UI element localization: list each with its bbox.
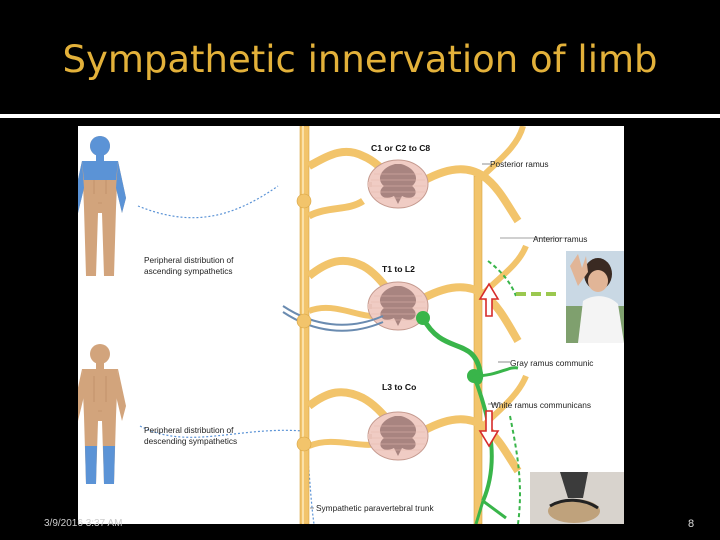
down-arrow: [478, 410, 500, 448]
white-ramus-label: White ramus communicans: [491, 400, 591, 410]
gray-ramus-label: Gray ramus communic: [510, 358, 593, 368]
segment-label-cervical: C1 or C2 to C8: [371, 143, 430, 153]
sympathetic-diagram: C1 or C2 to C8 T1 to L2 L3 to Co Posteri…: [78, 126, 624, 524]
segment-label-lumbosacral: L3 to Co: [382, 382, 416, 392]
descending-dotted-path: [139, 425, 304, 438]
up-arrow: [478, 282, 500, 317]
ascending-dotted-path: [137, 185, 279, 219]
descending-label-line1: Peripheral distribution of: [144, 425, 234, 435]
descending-label-line2: descending sympathetics: [144, 436, 237, 446]
green-pathway: [416, 260, 560, 524]
page-number: 8: [688, 518, 695, 530]
posterior-ramus-label: Posterior ramus: [490, 159, 549, 169]
segment-label-thoracolumbar: T1 to L2: [382, 264, 415, 274]
diagram-canvas: C1 or C2 to C8 T1 to L2 L3 to Co Posteri…: [78, 126, 624, 524]
hand-photo: [566, 251, 624, 343]
foot-photo: [530, 472, 624, 524]
footer-date: 3/9/2016 3:37 AM: [44, 518, 123, 529]
slide-title: Sympathetic innervation of limb: [62, 38, 658, 81]
ascending-label-line1: Peripheral distribution of: [144, 255, 234, 265]
title-divider: [0, 114, 720, 118]
ascending-label-line2: ascending sympathetics: [144, 266, 233, 276]
segment-cervical: [296, 126, 526, 224]
anterior-ramus-label: Anterior ramus: [533, 234, 587, 244]
lower-body-figure: [78, 343, 127, 485]
upper-body-figure: [78, 135, 127, 277]
trunk-label: Sympathetic paravertebral trunk: [316, 503, 434, 513]
